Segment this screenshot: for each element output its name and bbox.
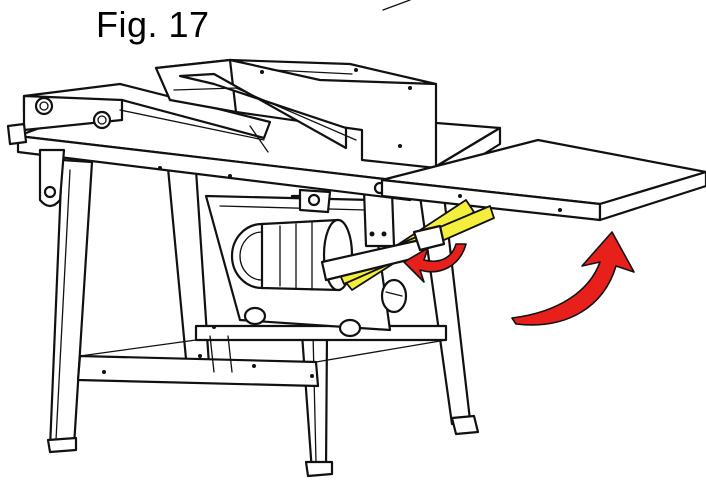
leader-line	[382, 0, 411, 11]
curved-arrow-left-icon	[403, 243, 467, 283]
figure-label: Fig. 17	[96, 4, 210, 45]
support-arms	[320, 199, 495, 291]
extension-table	[380, 138, 706, 222]
blade-guard	[154, 58, 438, 170]
motor-assembly	[204, 188, 408, 338]
curved-arrow-up-icon	[511, 231, 635, 326]
rip-fence	[6, 82, 272, 153]
